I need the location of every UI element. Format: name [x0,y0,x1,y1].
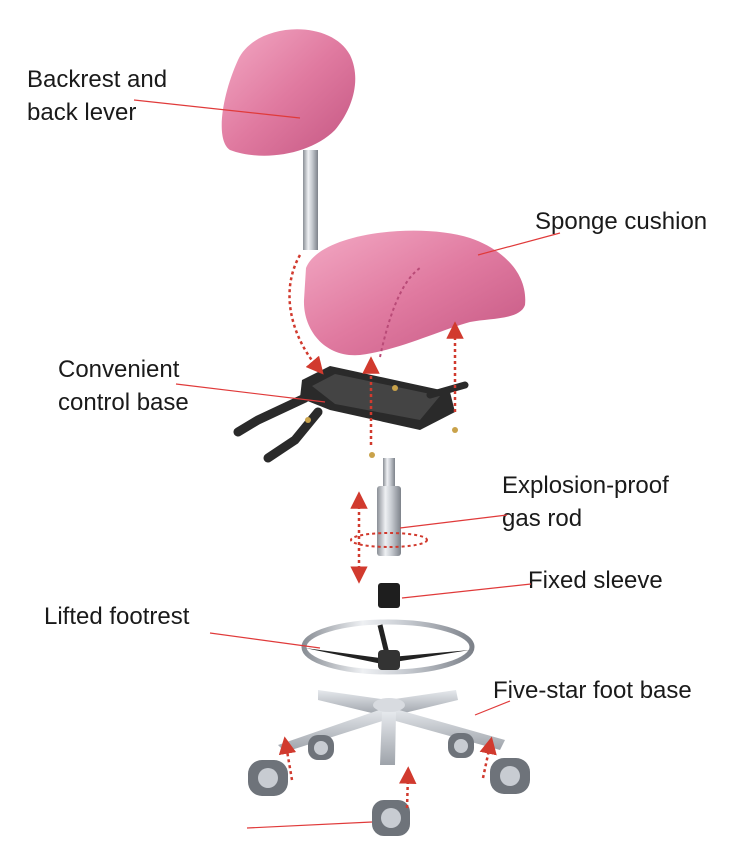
arrow-backrest [288,254,324,375]
fixed-sleeve [378,583,400,608]
leader-caster [246,821,373,829]
backrest-post [303,150,318,250]
leader-sponge-cushion [477,232,561,256]
casters [248,733,530,836]
label-footrest: Lifted footrest [44,603,190,630]
leader-foot-base [474,700,511,716]
label-sponge-cushion: Sponge cushion [535,208,708,235]
caster [308,735,334,760]
five-star-base [278,690,505,765]
assembly-arrows [278,254,497,809]
label-control-base: Convenient control base [58,356,189,416]
caster [372,800,410,836]
caster [490,758,530,794]
label-foot-base: Five-star foot base [493,677,692,704]
backrest [221,29,356,250]
backrest-pad [221,29,356,156]
seat-cushion [303,230,526,358]
control-mechanism [233,366,469,463]
caster [448,733,474,758]
label-gas-rod: Explosion-proof gas rod [502,472,669,532]
label-fixed-sleeve: Fixed sleeve [528,567,663,594]
footrest-ring [301,619,475,675]
leader-control-base [175,383,326,403]
caster [248,760,288,796]
lever-left-upper [233,393,310,437]
seat-seam [379,267,421,358]
arrow-caster-2 [479,736,497,779]
label-backrest: Backrest and back lever [27,66,168,126]
gas-rod [350,458,428,556]
leader-backrest [133,99,301,119]
leader-fixed-sleeve [401,583,532,599]
leader-gas-rod [399,514,508,529]
arrow-caster-3 [398,766,417,809]
leader-footrest [209,632,321,649]
lever-right [426,381,469,399]
leader-lines [133,99,561,829]
